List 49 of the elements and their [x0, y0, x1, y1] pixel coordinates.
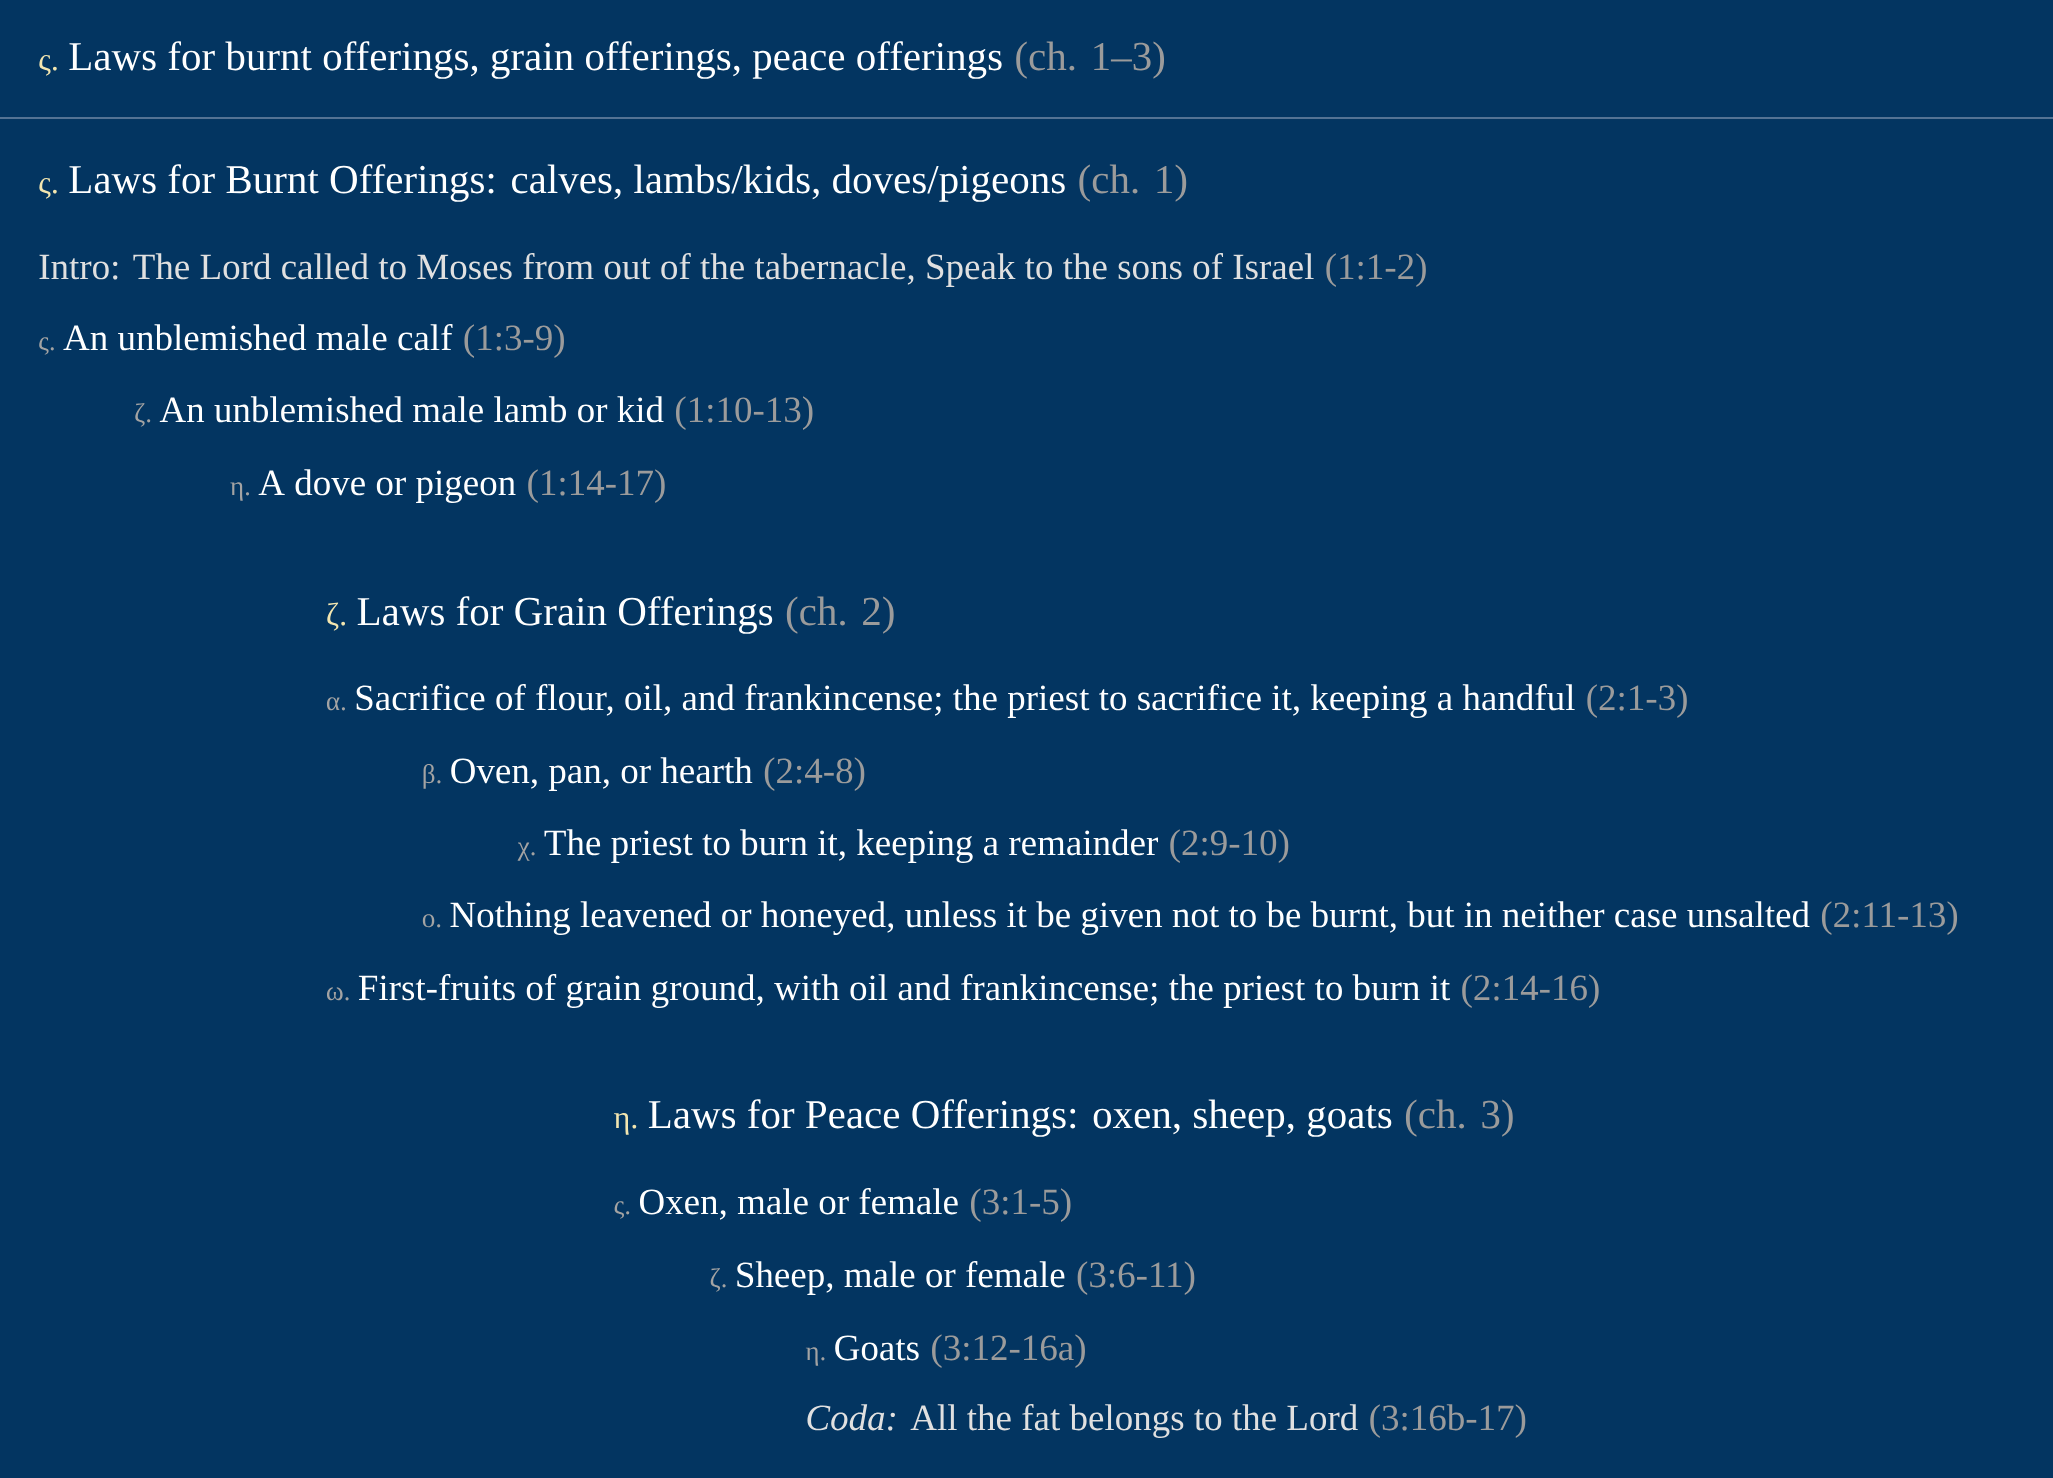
verse-reference: (2:1-3) — [1587, 684, 1687, 718]
section-heading: Laws for Burnt Offerings: calves, lambs/kids, doves/pigeons — [69, 164, 1065, 202]
verse-reference: (3:6-11) — [1077, 1261, 1195, 1295]
outline-item: Oxen, male or female — [639, 1187, 958, 1220]
verse-reference: (3:1-5) — [971, 1188, 1071, 1222]
outline-item: Nothing leavened or honeyed, unless it be given not to be burnt, but in neither case unsalted — [450, 901, 1810, 935]
outline-item: Oven, pan, or hearth — [451, 757, 753, 791]
list-marker: χ. — [517, 842, 535, 861]
verse-reference: (2:4-8) — [764, 757, 865, 791]
outline-item: A dove or pigeon — [258, 469, 516, 503]
list-marker: η. — [805, 1347, 825, 1366]
list-marker: ζ. — [710, 1268, 726, 1292]
list-marker: ς. — [39, 54, 57, 76]
outline-item: The priest to burn it, keeping a remainder — [544, 829, 1158, 863]
section-heading: Laws for burnt offerings, grain offerings, peace offerings — [69, 41, 1002, 79]
list-marker: ς. — [39, 177, 57, 199]
list-marker: ζ. — [135, 403, 151, 427]
section-heading: Laws for Peace Offerings: oxen, sheep, goats — [648, 1099, 1392, 1137]
verse-reference: (2:9-10) — [1170, 829, 1289, 863]
verse-reference: (2:11-13) — [1821, 901, 1958, 935]
outline-item: Coda: All the fat belongs to the Lord — [807, 1403, 1358, 1438]
verse-reference: (ch. 1–3) — [1016, 41, 1165, 79]
list-marker: η. — [230, 482, 250, 501]
verse-reference: (ch. 3) — [1405, 1099, 1513, 1137]
verse-reference: (ch. 2) — [786, 596, 894, 634]
outline-item: An unblemished male calf — [63, 323, 453, 351]
outline-item: Goats — [835, 1335, 919, 1361]
outline-item: First-fruits of grain ground, with oil and frankincense; the priest to burn it — [358, 973, 1451, 1008]
list-marker: ς. — [39, 337, 54, 355]
list-marker: ω. — [326, 987, 349, 1001]
verse-reference: (1:14-17) — [528, 469, 665, 503]
outline-item: Intro: The Lord called to Moses from out of the tabernacle, Speak to the sons of Israel — [39, 252, 1314, 287]
list-marker: ζ. — [327, 602, 346, 631]
verse-reference: (1:3-9) — [464, 324, 564, 358]
list-marker: ο. — [422, 914, 441, 928]
list-marker: η. — [614, 1112, 637, 1135]
section-heading: Laws for Grain Offerings — [357, 596, 773, 634]
verse-reference: (1:1-2) — [1326, 253, 1426, 287]
list-marker: α. — [326, 697, 346, 711]
list-marker: ς. — [614, 1201, 630, 1219]
outline-item: Sacrifice of flour, oil, and frankincense; the priest to sacrifice it, keeping a handful — [356, 683, 1575, 718]
outline-item: Sheep, male or female — [737, 1260, 1065, 1295]
list-marker: β. — [423, 764, 441, 789]
verse-reference: (1:10-13) — [676, 396, 813, 430]
verse-reference: (ch. 1) — [1079, 164, 1187, 202]
verse-reference: (3:12-16a) — [932, 1334, 1085, 1368]
verse-reference: (2:14-16) — [1462, 974, 1599, 1008]
outline-item: An unblemished male lamb or kid — [159, 396, 664, 423]
verse-reference: (3:16b-17) — [1370, 1404, 1526, 1438]
